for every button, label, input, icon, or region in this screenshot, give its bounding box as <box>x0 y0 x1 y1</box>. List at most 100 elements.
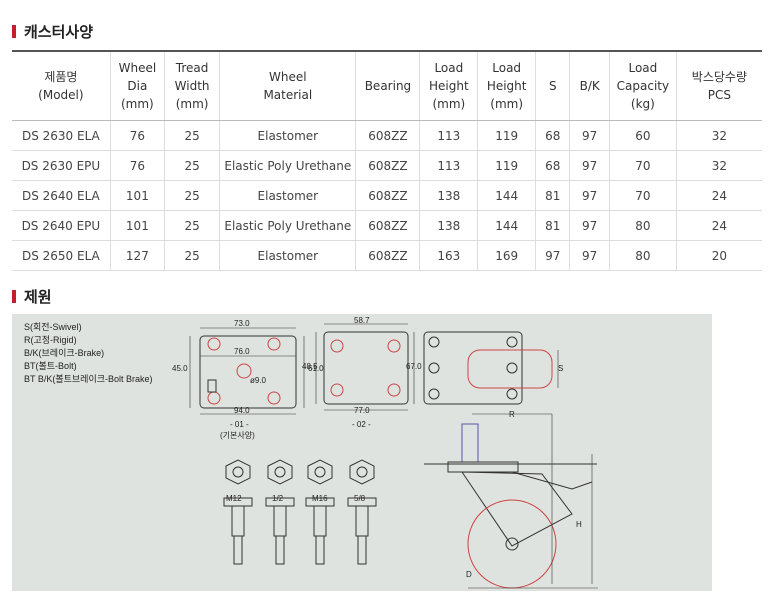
column-header-line: Load <box>434 61 464 75</box>
table-cell: DS 2630 EPU <box>12 150 111 181</box>
column-header-line: Load <box>628 61 658 75</box>
dim-label: 45.0 <box>172 364 188 373</box>
table-cell: 24 <box>675 210 762 241</box>
column-header-line: (mm) <box>490 97 524 111</box>
figure-caption: - 01 - <box>230 420 249 429</box>
table-cell: 20 <box>675 240 762 271</box>
dim-label: 73.0 <box>234 319 250 328</box>
table-cell: 60 <box>608 120 677 151</box>
column-header-line: 제품명 <box>44 70 78 84</box>
table-cell: Elastic Poly Urethane <box>219 210 356 241</box>
table-cell: 24 <box>675 180 762 211</box>
column-header-line: (kg) <box>630 97 655 111</box>
table-cell: 70 <box>608 150 677 181</box>
plate-02-outline <box>323 331 409 405</box>
title-marker-icon <box>12 25 16 38</box>
column-header-line: (mm) <box>175 97 209 111</box>
column-header-line: S <box>548 79 557 93</box>
column-header-line: (Model) <box>38 88 84 102</box>
table-cell: 163 <box>419 240 478 271</box>
table-cell: 144 <box>477 180 536 211</box>
table-cell: 119 <box>477 150 536 181</box>
legend-item-bolt-brake: BT B/K(볼트브레이크-Bolt Brake) <box>24 374 153 384</box>
table-cell: 68 <box>535 150 570 181</box>
figure-subcaption: (기본사양) <box>220 431 255 440</box>
bolt-label: 1/2 <box>272 494 284 503</box>
dim-label-s: S <box>558 364 564 373</box>
table-cell: 608ZZ <box>355 120 420 151</box>
table-cell: 81 <box>535 180 570 211</box>
drawing-legend: S(회전-Swivel) R(고정-Rigid) B/K(브레이크-Brake)… <box>24 321 153 386</box>
column-header-line: Material <box>263 88 313 102</box>
table-cell: DS 2640 ELA <box>12 180 111 211</box>
table-cell: 97 <box>569 150 610 181</box>
plate-hole-icon <box>267 337 281 351</box>
table-cell: Elastomer <box>219 180 356 211</box>
legend-item-brake: B/K(브레이크-Brake) <box>24 348 105 358</box>
bolt-five-eighths-icon <box>347 459 377 565</box>
table-cell: 32 <box>675 150 762 181</box>
figure-caption: - 02 - <box>352 420 371 429</box>
table-cell: 25 <box>163 210 220 241</box>
table-cell: 68 <box>535 120 570 151</box>
plate-hole-icon <box>387 383 401 397</box>
table-cell: 32 <box>675 120 762 151</box>
table-cell: 76 <box>109 150 165 181</box>
dim-label: 61.0 <box>308 364 324 373</box>
table-cell: 81 <box>535 210 570 241</box>
table-cell: 76 <box>109 120 165 151</box>
dim-label: 94.0 <box>234 406 250 415</box>
table-cell: Elastomer <box>219 120 356 151</box>
legend-item-rigid: R(고정-Rigid) <box>24 335 77 345</box>
table-cell: 97 <box>569 240 610 271</box>
bolt-label: M12 <box>226 494 242 503</box>
column-header-line: Height <box>486 79 527 93</box>
plate-03-outline <box>423 331 523 405</box>
table-cell: 25 <box>163 120 220 151</box>
table-cell: 113 <box>419 150 478 181</box>
table-cell: Elastic Poly Urethane <box>219 150 356 181</box>
column-header-line: (mm) <box>432 97 466 111</box>
section-title-text: 캐스터사양 <box>24 23 94 41</box>
table-cell: 608ZZ <box>355 180 420 211</box>
dim-label: 48.5 <box>302 362 318 371</box>
table-cell: 101 <box>109 180 165 211</box>
table-cell: 138 <box>419 210 478 241</box>
section-title-text: 제원 <box>24 288 52 306</box>
column-header: B/K <box>569 50 610 121</box>
bolt-label: M16 <box>312 494 328 503</box>
dim-label: 67.0 <box>406 362 422 371</box>
plate-hole-icon <box>330 383 344 397</box>
table-cell: DS 2640 EPU <box>12 210 111 241</box>
table-cell: 101 <box>109 210 165 241</box>
table-cell: DS 2630 ELA <box>12 120 111 151</box>
dim-label: 58.7 <box>354 316 370 325</box>
column-header-line: Height <box>429 79 469 93</box>
column-header-line: Dia <box>127 79 148 93</box>
table-cell: 70 <box>608 180 677 211</box>
column-header-line: Load <box>492 61 522 75</box>
plate-hole-icon <box>207 391 221 405</box>
caster-side-view-icon <box>424 413 598 589</box>
table-cell: 608ZZ <box>355 240 420 271</box>
technical-drawing: S(회전-Swivel) R(고정-Rigid) B/K(브레이크-Brake)… <box>12 314 712 591</box>
column-header: S <box>535 50 570 121</box>
table-cell: 138 <box>419 180 478 211</box>
dim-label: 76.0 <box>234 347 250 356</box>
table-cell: DS 2650 ELA <box>12 240 111 271</box>
table-cell: Elastomer <box>219 240 356 271</box>
table-cell: 97 <box>569 210 610 241</box>
table-cell: 97 <box>535 240 570 271</box>
column-header-line: Width <box>174 79 210 93</box>
